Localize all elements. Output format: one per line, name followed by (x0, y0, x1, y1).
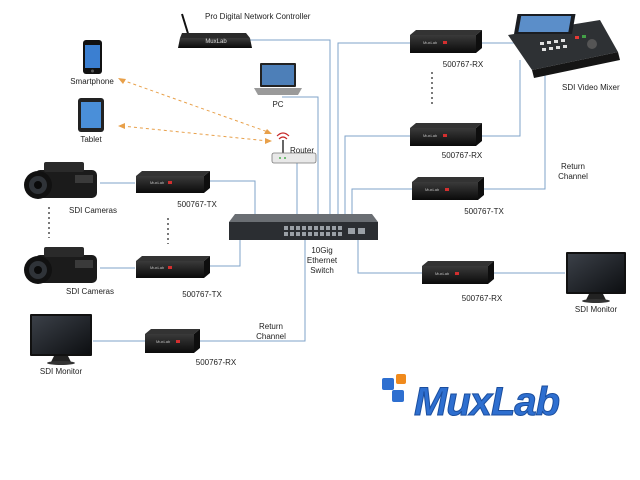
pc-icon (254, 63, 302, 95)
sdi-camera-1 (24, 162, 97, 199)
label-tx-3: 500767-TX (464, 207, 504, 216)
network-controller: MuxLab (178, 13, 252, 48)
label-router: Router (290, 146, 315, 155)
label-return-right: Return Channel (558, 162, 588, 182)
rx-box-left: MuxLab (145, 329, 200, 353)
label-tx-1: 500767-TX (177, 200, 217, 209)
label-return-left-1: Return (258, 322, 283, 331)
rx-box-top: MuxLab (410, 30, 482, 53)
label-smartphone: Smartphone (70, 77, 114, 86)
tx-box-3: MuxLab (412, 177, 484, 200)
svg-text:MuxLab: MuxLab (205, 39, 227, 45)
router-icon (271, 132, 317, 164)
cable-rx-mid (344, 135, 410, 215)
sdi-monitor-left (30, 314, 92, 365)
label-tablet: Tablet (80, 135, 102, 144)
cable-pc (282, 96, 319, 215)
cables (93, 39, 565, 342)
label-rx-mid: 500767-RX (441, 151, 483, 160)
svg-text:MuxLab: MuxLab (150, 265, 165, 270)
cable-tx3-in (484, 60, 546, 190)
svg-text:MuxLab: MuxLab (423, 133, 438, 138)
tx-box-1: MuxLab (136, 171, 210, 193)
sdi-video-mixer (508, 14, 620, 78)
rx-box-bottom: MuxLab (422, 261, 494, 284)
tx-box-2: MuxLab (136, 256, 210, 278)
cable-rx-mid-out (482, 60, 521, 137)
svg-text:MuxLab: MuxLab (423, 40, 438, 45)
label-return-left-2: Channel (256, 332, 286, 341)
smartphone-icon (83, 40, 102, 74)
label-return-right-2: Channel (558, 172, 588, 181)
dashed-continuity (48, 72, 433, 244)
label-switch-line3: Switch (310, 266, 334, 275)
sdi-monitor-right (566, 252, 626, 303)
muxlab-logo: MuxLab (380, 372, 600, 432)
wireless-smartphone (121, 79, 269, 133)
svg-text:MuxLab: MuxLab (156, 339, 171, 344)
label-switch-line1: 10Gig (311, 246, 333, 255)
cable-rx-bottom (357, 240, 422, 274)
label-tx-2: 500767-TX (182, 290, 222, 299)
label-monitor-right: SDI Monitor (574, 305, 618, 314)
ethernet-switch (229, 214, 378, 240)
cable-controller (240, 39, 331, 215)
label-pc: PC (272, 100, 284, 109)
cable-rx-left (200, 240, 306, 342)
tablet-icon (78, 98, 104, 132)
wireless-links (118, 78, 272, 144)
rx-box-mid: MuxLab (410, 123, 482, 146)
sdi-camera-2 (24, 247, 97, 284)
svg-text:MuxLab: MuxLab (150, 180, 165, 185)
label-video-mixer: SDI Video Mixer (562, 83, 620, 92)
muxlab-logo-mark-icon (382, 374, 406, 402)
muxlab-logo-text: MuxLab (413, 380, 560, 425)
svg-text:MuxLab: MuxLab (425, 187, 440, 192)
cable-tx3 (351, 188, 412, 215)
label-rx-top: 500767-RX (442, 60, 484, 69)
label-rx-bottom: 500767-RX (461, 294, 503, 303)
svg-text:MuxLab: MuxLab (435, 271, 450, 276)
label-monitor-left: SDI Monitor (39, 367, 83, 376)
cable-rx-top (337, 42, 410, 215)
label-cameras-1: SDI Cameras (68, 206, 118, 215)
label-return-right-1: Return (560, 162, 585, 171)
label-switch: 10Gig Ethernet Switch (307, 246, 337, 276)
label-switch-line2: Ethernet (306, 256, 338, 265)
label-cameras-2: SDI Cameras (65, 287, 115, 296)
label-rx-left: 500767-RX (195, 358, 237, 367)
cable-tx1 (210, 180, 256, 215)
label-return-left: Return Channel (256, 322, 286, 342)
wireless-tablet (121, 125, 269, 142)
cable-tx2 (210, 240, 241, 267)
label-network-controller: Pro Digital Network Controller (205, 12, 311, 21)
